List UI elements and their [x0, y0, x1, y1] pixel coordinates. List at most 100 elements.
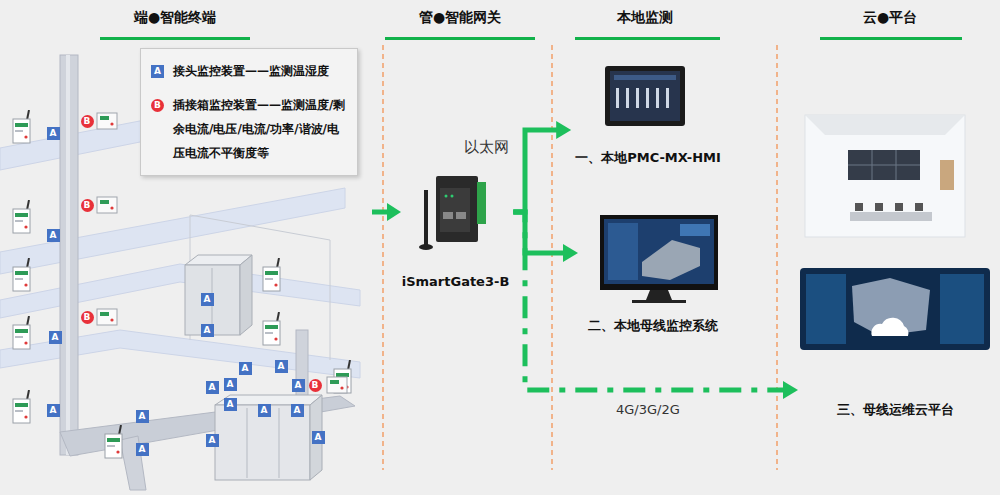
illustration-part: [604, 219, 714, 284]
illustration-part: [610, 71, 680, 121]
illustration-part: [940, 274, 984, 344]
legend-text: 插接箱监控装置——监测温度/剩余电流/电压/电流/功率/谐波/电压电流不平衡度等: [173, 93, 349, 165]
plug-box-marker: B: [81, 199, 94, 212]
illustration-part: [436, 176, 478, 242]
monitor-picture: [600, 215, 718, 303]
section-header: 管●智能网关: [360, 8, 560, 26]
illustration-part: [100, 37, 250, 40]
illustration-part: [190, 215, 330, 240]
illustration-part: [97, 197, 117, 213]
illustration-part: [656, 88, 659, 108]
illustration-part: [419, 244, 433, 250]
illustration-part: [614, 75, 676, 80]
illustration-part: [0, 188, 345, 274]
legend-text: 接头监控装置——监测温湿度: [173, 59, 349, 83]
joint-marker: A: [49, 331, 62, 344]
terminal-to-gateway-arrow: [372, 203, 401, 221]
plug-box-marker: B: [81, 115, 94, 128]
illustration-part: [805, 115, 965, 135]
section-dividers: [383, 45, 777, 470]
illustration-part: [60, 55, 78, 455]
marker-letter: A: [315, 431, 322, 444]
hmi-screen: 一、本地PMC-MX-HMI: [571, 58, 725, 168]
illustration-part: [776, 45, 778, 470]
illustration-part: [97, 113, 117, 129]
illustration-part: [424, 190, 428, 246]
marker-letter: A: [139, 410, 146, 423]
illustration-part: [895, 203, 903, 211]
illustration-part: [875, 203, 883, 211]
joint-marker: A: [201, 324, 214, 337]
illustration-part: [477, 182, 486, 224]
illustration-part: [915, 203, 923, 211]
illustration-part: [680, 224, 710, 236]
illustration-part: [451, 195, 454, 198]
illustration-part: [263, 258, 280, 291]
illustration-part: [800, 268, 990, 350]
joint-marker: A: [47, 404, 60, 417]
legend-row: A 接头监控装置——监测温湿度: [151, 61, 349, 83]
illustration-part: [600, 215, 718, 290]
swatch-letter: A: [154, 65, 161, 78]
plug-box-marker: B: [81, 311, 94, 324]
marker-letter: A: [278, 360, 285, 373]
gateway-device: iSmartGate3-B: [398, 165, 514, 292]
illustration-part: [646, 88, 649, 108]
joint-marker: A: [291, 404, 304, 417]
illustration-part: [440, 188, 470, 232]
marker-letter: A: [295, 379, 302, 392]
illustration-part: [443, 212, 453, 219]
joint-marker: A: [239, 362, 252, 375]
section-header: 云●平台: [790, 8, 990, 26]
illustration-part: [13, 390, 30, 423]
connector-line: [513, 212, 784, 390]
marker-letter: A: [227, 398, 234, 411]
joint-marker: A: [275, 360, 288, 373]
illustration-part: [327, 377, 347, 393]
connector-label: 4G/3G/2G: [614, 402, 682, 417]
joint-marker: A: [312, 431, 325, 444]
arrowhead: [563, 244, 578, 262]
illustration-part: [456, 212, 466, 219]
marker-letter: A: [242, 362, 249, 375]
illustration-part: [575, 37, 720, 40]
illustration-part: [805, 115, 965, 237]
monitor-system: 二、本地母线监控系统: [578, 208, 728, 336]
illustration-part: [626, 88, 629, 108]
illustration-part: [551, 45, 553, 470]
cloud-platform: 三、母线运维云平台: [798, 108, 992, 420]
joint-marker: A: [224, 378, 237, 391]
marker-letter: A: [209, 381, 216, 394]
illustration-part: [608, 223, 638, 280]
joint-swatch: A: [151, 65, 164, 78]
illustration-part: [279, 408, 280, 478]
illustration-part: [632, 300, 686, 303]
marker-letter: A: [52, 331, 59, 344]
joint-marker: A: [206, 381, 219, 394]
illustration-part: [852, 278, 930, 336]
plug-box-swatch: B: [151, 99, 164, 112]
header-underlines: [100, 37, 962, 40]
illustration-part: [636, 88, 639, 108]
illustration-part: [855, 203, 863, 211]
marker-letter: A: [294, 404, 301, 417]
marker-letter: B: [84, 115, 91, 128]
node-caption: 二、本地母线监控系统: [588, 318, 718, 336]
marker-letter: B: [84, 199, 91, 212]
marker-letter: A: [139, 443, 146, 456]
joint-marker: A: [136, 410, 149, 423]
connector-line: [513, 212, 564, 253]
cabinet: [185, 255, 252, 335]
joint-marker: A: [224, 398, 237, 411]
marker-letter: A: [50, 127, 57, 140]
joint-marker: A: [292, 379, 305, 392]
illustration-part: [445, 195, 448, 198]
node-caption: 一、本地PMC-MX-HMI: [575, 150, 721, 168]
section-header: 本地监测: [545, 8, 745, 26]
illustration-part: [0, 264, 360, 318]
illustration-part: [247, 408, 248, 478]
gateway-picture: [419, 176, 486, 250]
illustration-part: [385, 37, 535, 40]
